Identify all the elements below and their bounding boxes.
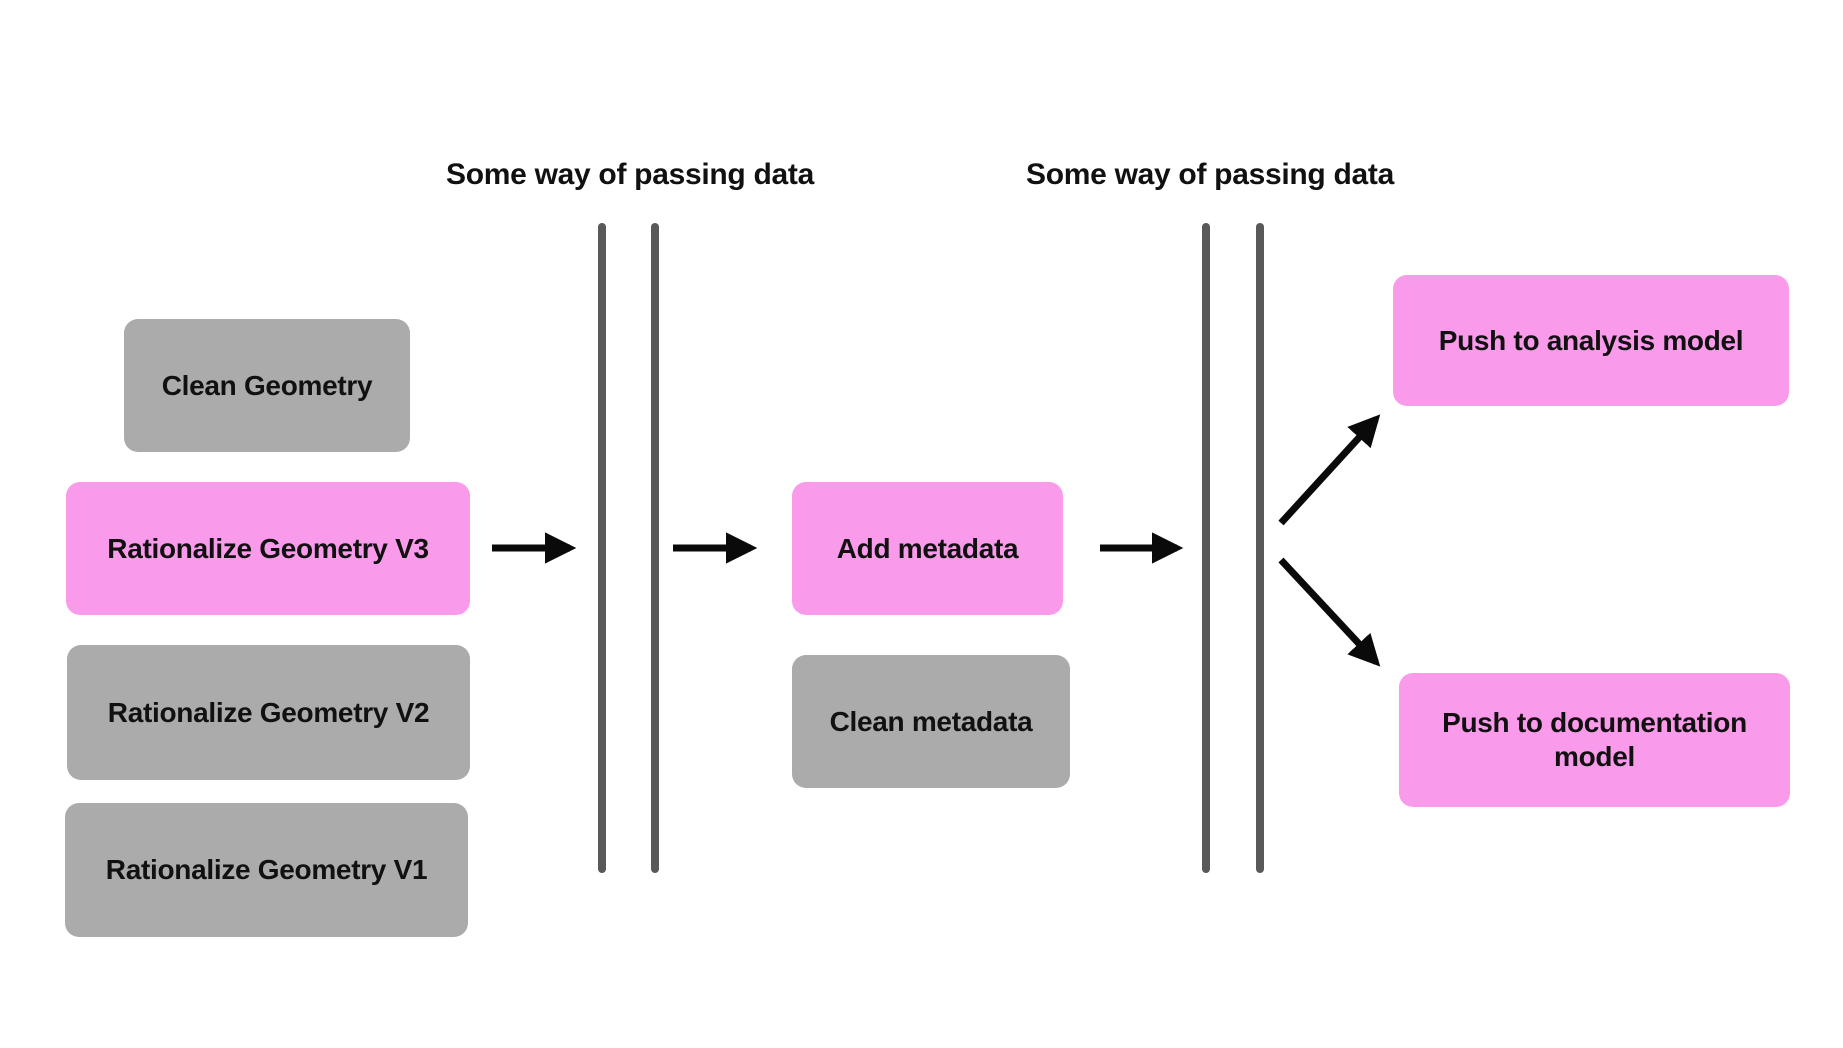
arrow-divider2-to-push-analysis bbox=[1278, 414, 1381, 526]
node-rationalize-geometry-v2[interactable]: Rationalize Geometry V2 bbox=[67, 645, 470, 780]
arrow-divider2-to-push-documentation bbox=[1278, 557, 1381, 667]
node-label: Clean Geometry bbox=[161, 369, 373, 401]
node-add-metadata[interactable]: Add metadata bbox=[792, 482, 1063, 615]
node-rationalize-geometry-v1[interactable]: Rationalize Geometry V1 bbox=[65, 803, 468, 937]
node-clean-geometry[interactable]: Clean Geometry bbox=[124, 319, 410, 452]
divider-1-line-1 bbox=[598, 223, 606, 873]
node-label: Push to documentation model bbox=[1442, 707, 1747, 772]
node-label: Add metadata bbox=[836, 532, 1019, 564]
divider-1-line-2 bbox=[651, 223, 659, 873]
node-label: Rationalize Geometry V2 bbox=[107, 696, 430, 728]
node-rationalize-geometry-v3[interactable]: Rationalize Geometry V3 bbox=[66, 482, 470, 615]
divider-2-line-2 bbox=[1256, 223, 1264, 873]
node-label: Rationalize Geometry V1 bbox=[105, 854, 428, 886]
pass-data-label-1: Some way of passing data bbox=[446, 158, 814, 191]
divider-2-line-1 bbox=[1202, 223, 1210, 873]
node-label: Push to analysis model bbox=[1438, 324, 1744, 356]
node-push-to-analysis-model[interactable]: Push to analysis model bbox=[1393, 275, 1789, 406]
node-push-to-documentation-model[interactable]: Push to documentation model bbox=[1399, 673, 1790, 807]
node-label: Rationalize Geometry V3 bbox=[107, 532, 429, 564]
pass-data-label-2: Some way of passing data bbox=[1026, 158, 1394, 191]
node-clean-metadata[interactable]: Clean metadata bbox=[792, 655, 1070, 788]
node-label: Clean metadata bbox=[829, 705, 1033, 737]
